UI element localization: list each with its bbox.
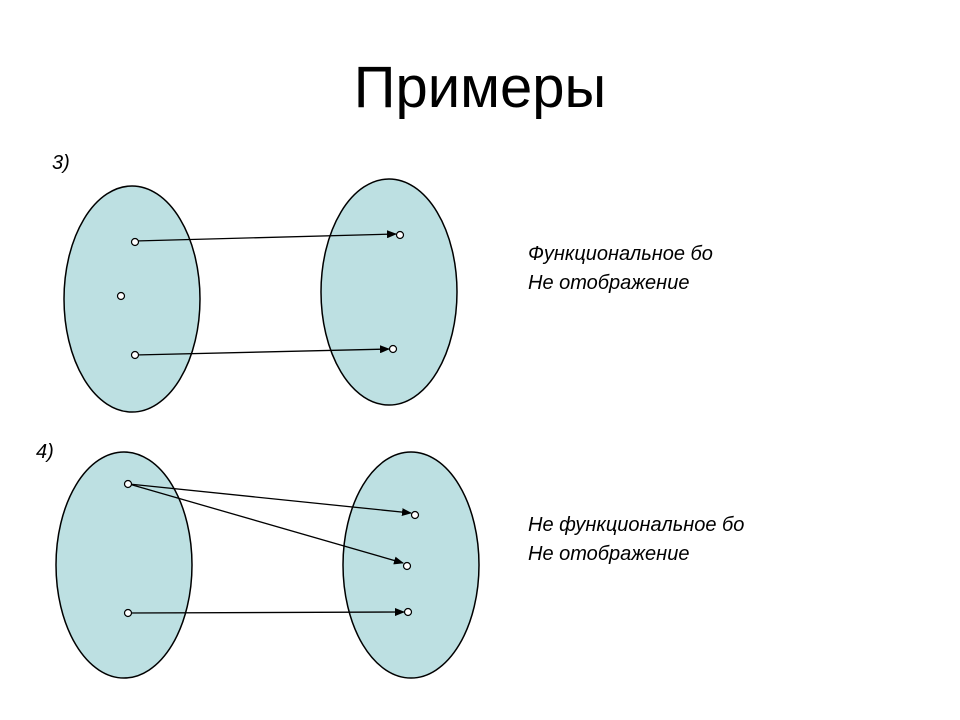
example-4-line-1: Не функциональное бо xyxy=(528,514,745,536)
example-3-arrow-2 xyxy=(134,345,390,356)
example-3-codomain-point-1 xyxy=(395,230,405,240)
example-4-diagram xyxy=(55,451,480,679)
example-3-diagram xyxy=(63,178,458,413)
example-3-number: 3) xyxy=(52,152,70,174)
example-3-description: Функциональное бо Не отображение xyxy=(528,240,713,298)
example-4-arrow-1 xyxy=(128,483,412,517)
example-4-codomain-point-3 xyxy=(403,607,413,617)
slide-title: Примеры xyxy=(353,55,607,120)
example-4-codomain-point-2 xyxy=(402,561,412,571)
example-4-codomain-point-1 xyxy=(410,510,420,520)
example-4-codomain-set xyxy=(342,451,480,679)
example-3-domain-point-3 xyxy=(130,350,140,360)
example-4-domain-point-1 xyxy=(123,479,133,489)
example-4-number: 4) xyxy=(36,441,54,463)
example-3-codomain-set xyxy=(320,178,458,406)
example-3-line-1: Функциональное бо xyxy=(528,243,713,265)
example-3-line-2: Не отображение xyxy=(528,272,690,294)
example-4-line-2: Не отображение xyxy=(528,543,690,565)
example-3-domain-set xyxy=(63,185,201,413)
example-4-domain-set xyxy=(55,451,193,679)
example-4-domain-point-2 xyxy=(123,608,133,618)
example-4-arrow-3 xyxy=(127,608,405,617)
example-4-arrow-2 xyxy=(128,483,404,565)
example-3-domain-point-1 xyxy=(130,237,140,247)
example-3-arrow-1 xyxy=(134,230,397,242)
example-3-domain-point-2 xyxy=(116,291,126,301)
example-3-codomain-point-2 xyxy=(388,344,398,354)
example-4-description: Не функциональное бо Не отображение xyxy=(528,511,744,569)
